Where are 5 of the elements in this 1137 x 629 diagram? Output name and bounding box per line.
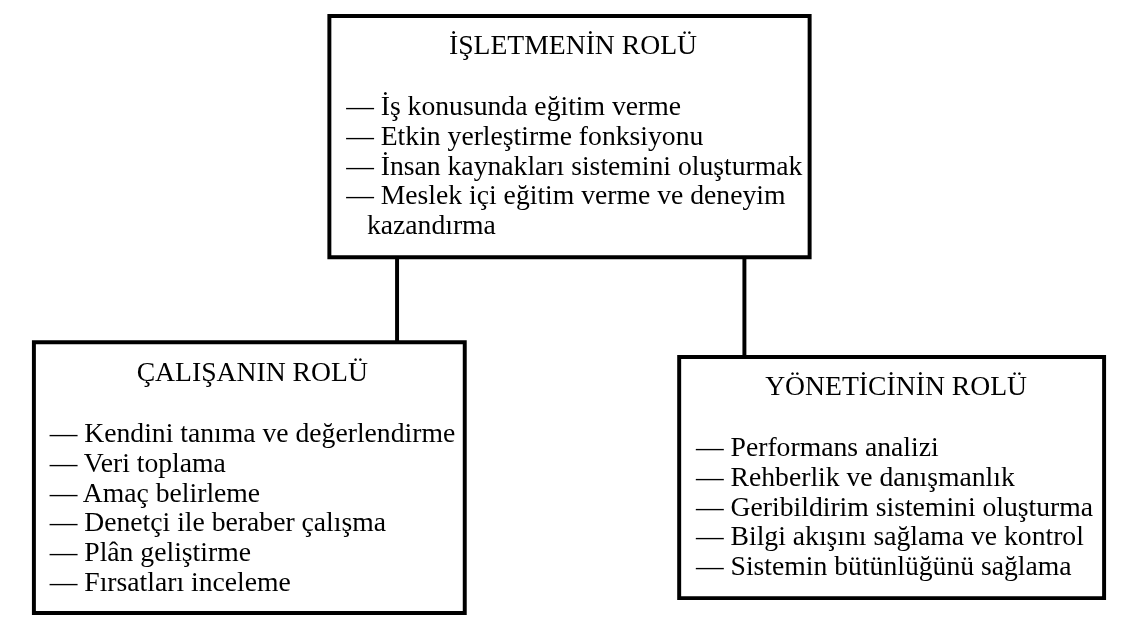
node-box: ÇALIŞANIN ROLÜ — Kendini tanıma ve değerlendirme — Veri toplama — Amaç belirleme — Denetçi ile beraber çalışma — Plân geliştirme — Fırsatları inceleme bbox=[31, 340, 467, 615]
node-box: İŞLETMENİN ROLÜ — İş konusunda eğitim verme — Etkin yerleştirme fonksiyonu — İnsan kaynakları sistemini oluşturmak — Meslek içi eğitim verme ve deneyim kazandırma bbox=[326, 14, 812, 260]
node-box: YÖNETİCİNİN ROLÜ — Performans analizi — Rehberlik ve danışmanlık — Geribildirim sistemini oluşturma — Bilgi akışını sağlama ve kontrol — Sistemin bütünlüğünü sağlama bbox=[676, 355, 1106, 601]
connector bbox=[741, 257, 746, 357]
connector bbox=[394, 257, 399, 342]
